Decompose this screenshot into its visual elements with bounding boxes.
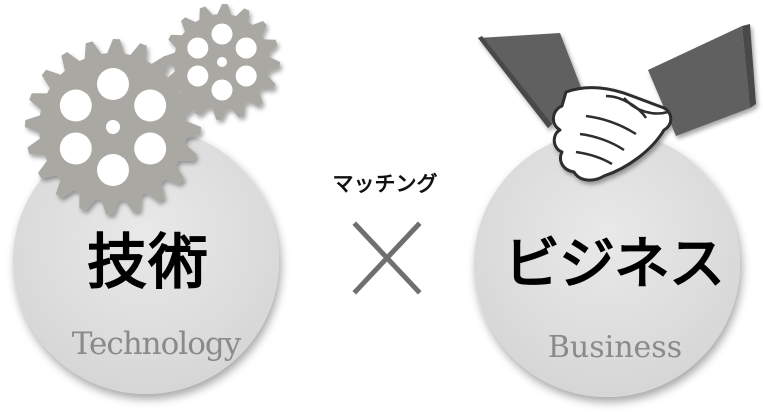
business-title: ビジネス <box>504 232 725 297</box>
technology-title: 技術 <box>87 228 209 298</box>
large-gear-icon <box>25 39 201 215</box>
technology-subtitle: Technology <box>71 326 242 362</box>
matching-label: マッチング <box>332 172 438 196</box>
business-subtitle: Business <box>547 330 683 365</box>
small-gear-icon <box>164 4 280 120</box>
